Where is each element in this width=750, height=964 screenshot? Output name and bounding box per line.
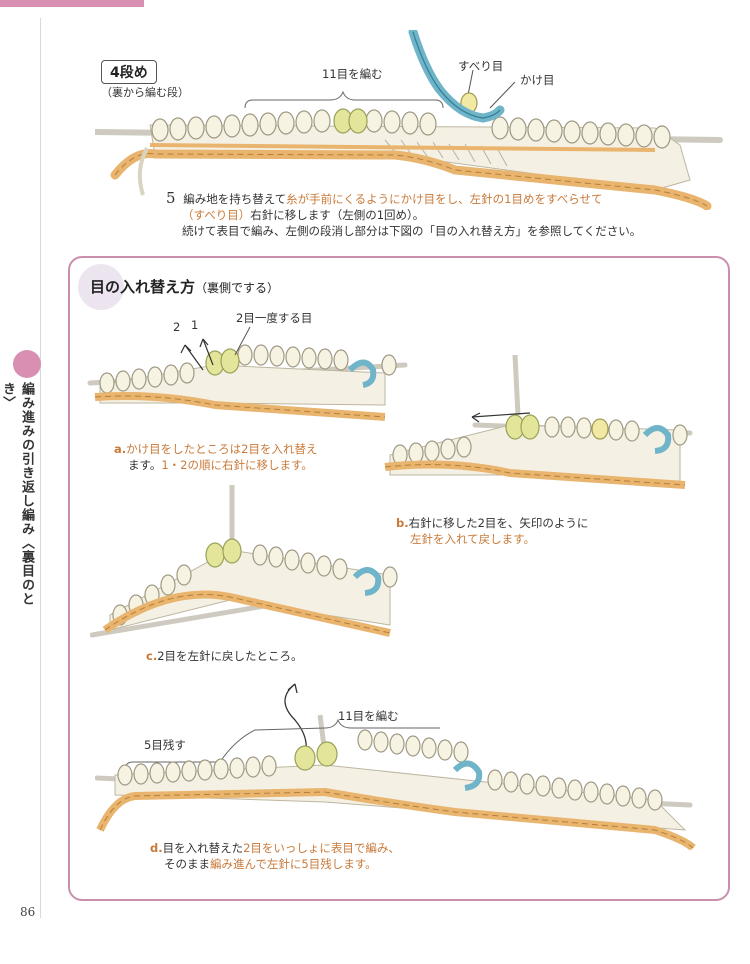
knitting-diagram-a	[87, 326, 408, 421]
knit-11-label-d: 11目を編む	[338, 709, 399, 723]
caption-a-l1a: かけ目をしたところは	[126, 442, 242, 456]
caption-a: a.かけ目をしたところは2目を入れ替え ます。1・2の順に右針に移します。	[114, 441, 317, 473]
caption-a-letter: a.	[114, 442, 127, 456]
step5-line1b: 糸が手前にくるようにかけ目をし、左針の1目めをすべらせて	[286, 192, 603, 206]
step-number: 5	[166, 189, 176, 207]
caption-d-l2b: 編み進んで左針に5目残します。	[210, 857, 377, 871]
caption-d-l1b: 2目をいっしょに表目で編み、	[243, 841, 400, 855]
caption-d-l2a: そのまま	[164, 857, 210, 871]
knitting-diagram-d	[95, 683, 696, 850]
knit-11-label: 11目を編む	[322, 67, 383, 81]
caption-b-letter: b.	[396, 516, 409, 530]
caption-c-l1: 2目を左針に戻したところ。	[157, 649, 303, 663]
step5-line2a: （すべり目）	[182, 208, 251, 222]
sidebar-chapter-title: 編み進みの引き返し編み〈裏目のとき〉	[0, 382, 34, 606]
knitting-diagram-c	[90, 485, 398, 638]
caption-c: c.2目を左針に戻したところ。	[146, 648, 303, 664]
top-accent-tab	[0, 0, 144, 7]
step-5-instructions: 5 編み地を持ち替えて糸が手前にくるようにかけ目をし、左針の1目めをすべらせて …	[166, 190, 686, 239]
caption-a-l2b: 1・2の順に右針に移します。	[161, 458, 313, 472]
knitting-diagram-row4	[95, 30, 723, 210]
panel-title-sub: （裏側でする）	[195, 281, 280, 295]
caption-a-l2a: ます。	[128, 458, 162, 472]
caption-a-l1b: 2目を入れ替え	[241, 442, 318, 456]
label-two: 2	[173, 320, 181, 334]
caption-d-letter: d.	[150, 841, 163, 855]
caption-c-letter: c.	[146, 649, 158, 663]
caption-b-l1: 右針に移した2目を、矢印のように	[408, 516, 589, 530]
knitting-diagram-b	[384, 355, 693, 489]
panel-title-circle	[78, 264, 124, 310]
caption-b: b.右針に移した2目を、矢印のように 左針を入れて戻します。	[396, 515, 588, 547]
together-stitch-label: 2目一度する目	[236, 311, 313, 325]
label-one: 1	[191, 318, 199, 332]
row-sub-label: （裏から編む段）	[101, 86, 189, 99]
step5-line2b: 右針に移します（左側の1回め）。	[250, 208, 425, 222]
margin-rule	[40, 18, 41, 918]
panel-title: 目の入れ替え方（裏側でする）	[90, 276, 279, 297]
caption-b-l2: 左針を入れて戻します。	[410, 532, 536, 546]
row-label: 4段め	[101, 60, 157, 84]
yarn-over-label: かけ目	[520, 73, 555, 87]
section-dot	[13, 350, 41, 378]
caption-d-l1a: 目を入れ替えた	[162, 841, 244, 855]
caption-d: d.目を入れ替えた2目をいっしょに表目で編み、 そのまま編み進んで左針に5目残し…	[150, 840, 400, 872]
panel-title-main: 目の入れ替え方	[90, 278, 196, 296]
page-number: 86	[20, 905, 36, 919]
remain-5-label: 5目残す	[144, 738, 186, 752]
slip-stitch-label: すべり目	[458, 59, 504, 73]
step5-line1a: 編み地を持ち替えて	[183, 192, 287, 206]
step5-line3: 続けて表目で編み、左側の段消し部分は下図の「目の入れ替え方」を参照してください。	[182, 224, 642, 238]
